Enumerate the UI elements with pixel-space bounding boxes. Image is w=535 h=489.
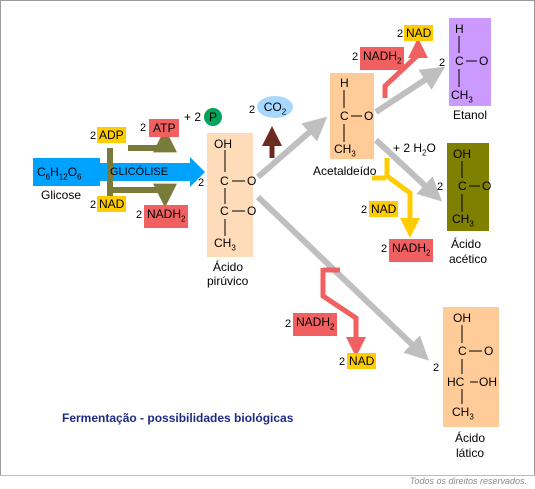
piruvico-oh: OH: [214, 137, 232, 151]
acetaldeido-o: O: [364, 109, 374, 123]
acetico-ch3: CH3: [452, 212, 474, 229]
acetaldeido-c: C: [340, 109, 349, 123]
piruvico-coef: 2: [198, 177, 205, 189]
piruvico-c2: C: [220, 204, 229, 218]
latico-coef: 2: [433, 362, 440, 374]
nadh-acetico-box: NADH2: [389, 239, 434, 263]
nad-in-coef: 2: [90, 199, 97, 211]
nadh-out-coef: 2: [136, 209, 143, 221]
diagram-title: Fermentação - possibilidades biológicas: [62, 411, 294, 425]
p-plus: + 2: [184, 110, 202, 124]
nadh-etanol-box: NADH2: [360, 47, 405, 71]
nad-acetico-box: NAD: [369, 201, 399, 217]
piruvico-label-2: pirúvico: [207, 274, 249, 288]
phosphate-label: P: [208, 110, 217, 124]
arrow-piruvico-acetaldeido: [256, 116, 328, 180]
atp-arrow: [128, 128, 177, 153]
nad-latico-coef: 2: [339, 356, 346, 368]
red-arrow-etanol: [382, 38, 428, 98]
latico-hc: HC: [447, 375, 465, 389]
co2-coef: 2: [249, 104, 256, 116]
glicose-formula: C6H12O6: [37, 165, 82, 182]
footer-divider: [0, 475, 535, 476]
piruvico-o2: O: [247, 204, 257, 218]
latico-oh2: OH: [479, 375, 497, 389]
nad-in-box: NAD: [97, 196, 127, 212]
arrow-acetaldeido-acetico: [373, 137, 443, 202]
yellow-arrow-acetico: [384, 158, 420, 238]
h2o-label: + 2 H2O: [393, 141, 436, 158]
nadh-latico-coef: 2: [285, 318, 292, 330]
acetico-coef: 2: [437, 181, 444, 193]
nadh-out-box: NADH2: [144, 205, 189, 229]
etanol-coef: 2: [439, 57, 446, 69]
acetaldeido-h: H: [340, 76, 349, 90]
acetico-o: O: [482, 179, 492, 193]
latico-box: [443, 307, 499, 427]
acetaldeido-ch3: CH3: [334, 142, 356, 159]
acetico-box: [447, 143, 489, 231]
piruvico-o1: O: [247, 174, 257, 188]
nad-etanol-coef: 2: [397, 28, 404, 40]
nadh-latico-box: NADH2: [293, 313, 338, 337]
arrow-acetaldeido-etanol: [374, 66, 446, 115]
latico-o: O: [484, 344, 494, 358]
adp-coef: 2: [90, 130, 97, 142]
piruvico-ch3: CH3: [214, 236, 236, 253]
glicose-label: Glicose: [41, 188, 82, 202]
co2-ellipse: CO2: [257, 96, 293, 118]
piruvico-label-1: Ácido: [213, 260, 244, 274]
glicolise-arrow: [33, 157, 205, 187]
piruvico-c1: C: [220, 174, 229, 188]
nadh-etanol-coef: 2: [352, 51, 359, 63]
piruvico-box: [207, 133, 253, 257]
latico-c: C: [458, 344, 467, 358]
red-arrow-latico: [320, 268, 366, 357]
phosphate-circle: P: [204, 108, 222, 126]
etanol-box: [449, 18, 491, 106]
etanol-ch3: CH3: [451, 88, 473, 105]
glicolise-label: GLICÓLISE: [110, 166, 169, 178]
copyright-notice: Todos os direitos reservados.: [409, 476, 527, 486]
acetico-label-2: acético: [449, 252, 488, 266]
nadh-acetico-coef: 2: [381, 243, 388, 255]
arrow-piruvico-latico: [255, 194, 429, 361]
nad-etanol-box: NAD: [404, 25, 434, 41]
atp-coef: 2: [140, 122, 147, 134]
acetico-c: C: [458, 179, 467, 193]
acetaldeido-label: Acetaldeído: [313, 164, 377, 178]
nad-latico-box: NAD: [347, 353, 377, 369]
latico-label-1: Ácido: [455, 431, 486, 445]
atp-box: ATP: [149, 119, 180, 137]
latico-ch3: CH3: [452, 405, 474, 422]
acetico-label-1: Ácido: [451, 237, 482, 251]
etanol-c: C: [455, 54, 464, 68]
etanol-label: Etanol: [453, 108, 488, 122]
acetico-oh: OH: [453, 147, 471, 161]
latico-oh: OH: [453, 311, 471, 325]
nad-acetico-coef: 2: [361, 204, 368, 216]
latico-label-2: lático: [456, 446, 485, 460]
etanol-o: O: [479, 54, 489, 68]
etanol-h: H: [455, 22, 464, 36]
nadh-arrow-glicolise: [110, 183, 177, 208]
adp-box: ADP: [97, 127, 126, 143]
